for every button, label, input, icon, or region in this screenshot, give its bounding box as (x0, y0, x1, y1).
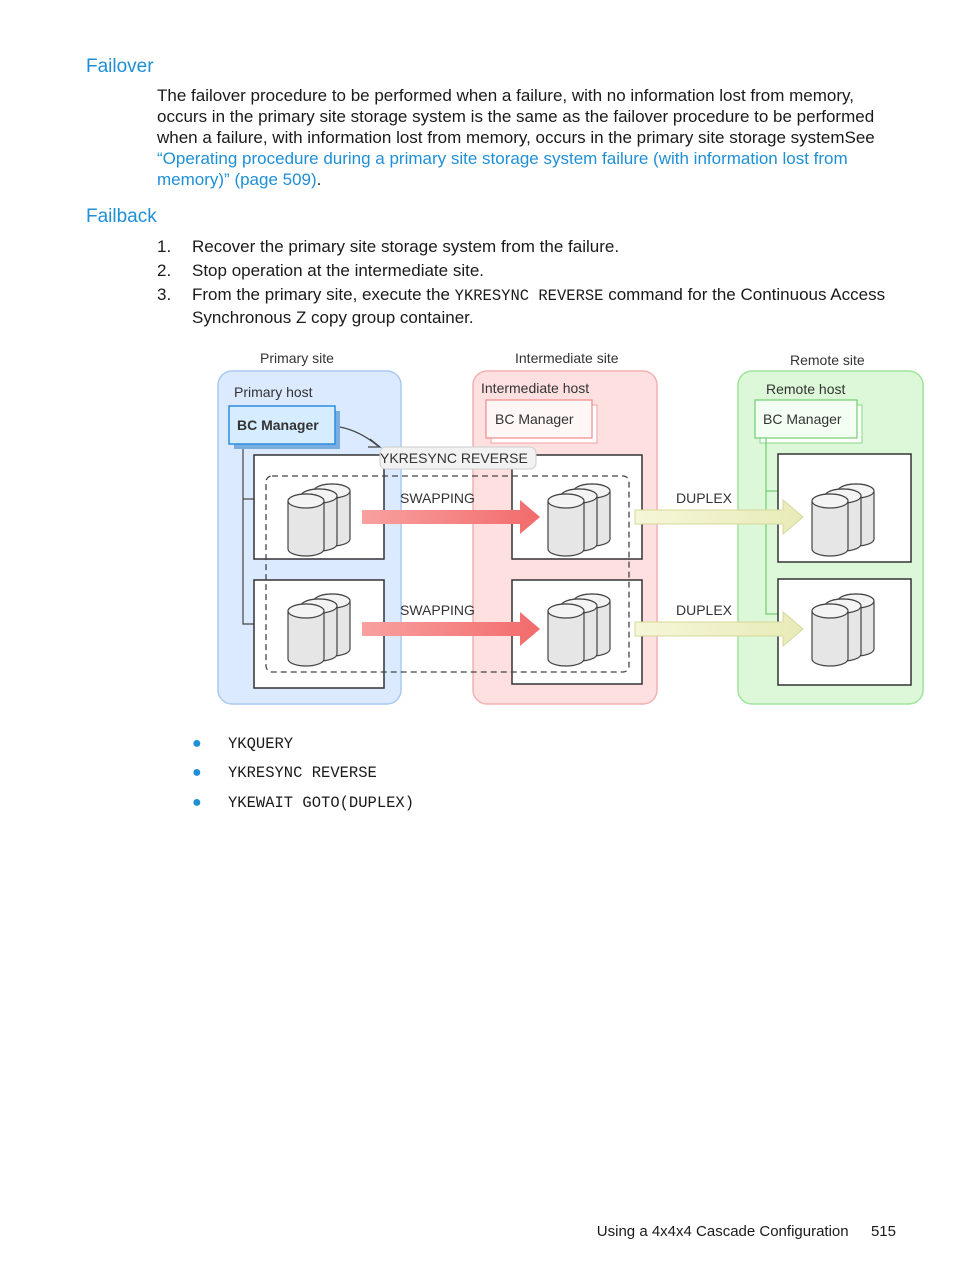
page-number: 515 (870, 1223, 896, 1240)
page-footer: Using a 4x4x4 Cascade Configuration 515 (597, 1223, 896, 1240)
primary-bc-manager: BC Manager (228, 405, 340, 449)
remote-host-label: Remote host (766, 381, 845, 397)
primary-site-label: Primary site (260, 350, 334, 366)
failover-link[interactable]: “Operating procedure during a primary si… (157, 149, 848, 189)
failover-after: . (316, 170, 322, 189)
intermediate-host-label: Intermediate host (481, 380, 589, 396)
step-text: Recover the primary site storage system … (192, 237, 620, 256)
primary-host-label: Primary host (234, 384, 313, 400)
failover-text: The failover procedure to be performed w… (157, 86, 875, 147)
command-callout: YKRESYNC REVERSE (379, 446, 537, 470)
step-text: From the primary site, execute the YKRES… (192, 284, 902, 328)
volume-stack (548, 484, 610, 556)
remote-site-label: Remote site (790, 352, 865, 368)
intermediate-site-label: Intermediate site (515, 350, 619, 366)
volume-stack (812, 594, 874, 666)
cascade-diagram: Primary site Intermediate site Remote si… (217, 350, 924, 705)
step-text: Stop operation at the intermediate site. (192, 261, 485, 280)
bullet-icon: ● (192, 794, 202, 811)
intermediate-bc-manager: BC Manager (485, 399, 598, 444)
duplex-label-1: DUPLEX (676, 490, 733, 506)
duplex-arrow-1 (634, 498, 804, 536)
swapping-label-1: SWAPPING (400, 490, 475, 506)
duplex-label-2: DUPLEX (676, 602, 733, 618)
remote-bc-manager: BC Manager (754, 399, 863, 444)
volume-stack (548, 594, 610, 666)
swapping-arrow-1 (362, 500, 540, 534)
volume-stack (288, 484, 350, 556)
primary-bc-manager-label: BC Manager (237, 417, 319, 433)
swapping-arrow-2 (362, 612, 540, 646)
failover-paragraph: The failover procedure to be performed w… (157, 85, 887, 190)
step-text-pre: From the primary site, execute the (192, 285, 455, 304)
step-number: 1. (157, 237, 172, 256)
step-number: 3. (157, 285, 172, 304)
volume-stack (288, 594, 350, 666)
command-text: YKRESYNC REVERSE (228, 764, 377, 782)
swapping-label-2: SWAPPING (400, 602, 475, 618)
command-callout-label: YKRESYNC REVERSE (380, 450, 528, 466)
bullet-icon: ● (192, 764, 202, 781)
step-text-post: command for the Continuous Access Synchr… (192, 285, 886, 327)
remote-bc-manager-label: BC Manager (763, 411, 842, 427)
remote-host-connectors (765, 438, 778, 615)
volume-stack (812, 484, 874, 556)
footer-title: Using a 4x4x4 Cascade Configuration (596, 1223, 849, 1240)
command-text: YKQUERY (228, 735, 294, 753)
copy-group-container (265, 475, 630, 673)
duplex-arrow-2 (634, 610, 804, 648)
command-text: YKEWAIT GOTO(DUPLEX) (228, 794, 415, 812)
failback-heading: Failback (86, 206, 157, 227)
step-code: YKRESYNC REVERSE (454, 287, 604, 305)
primary-host-connectors (242, 426, 382, 625)
intermediate-bc-manager-label: BC Manager (495, 411, 574, 427)
failover-heading: Failover (86, 56, 154, 77)
bullet-icon: ● (192, 735, 202, 752)
step-number: 2. (157, 261, 172, 280)
